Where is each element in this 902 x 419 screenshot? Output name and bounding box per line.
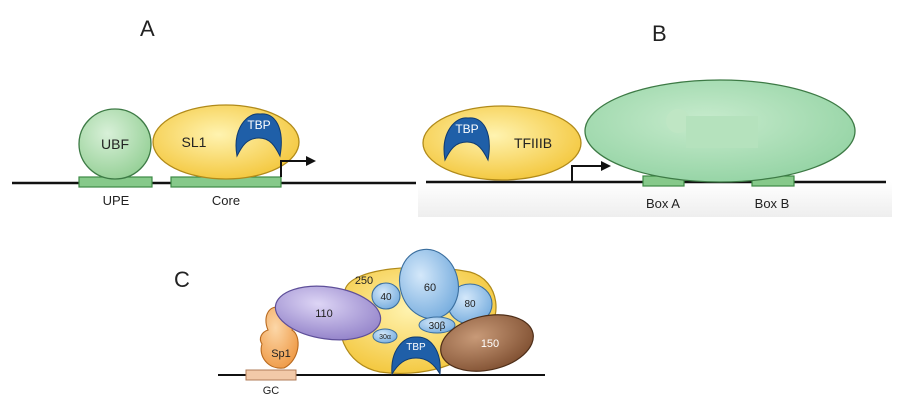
subunit-30a <box>372 328 398 344</box>
tbp-label-c: TBP <box>406 342 426 353</box>
panel-b: B Box A Box B TFIIIB TBP <box>418 21 892 217</box>
upe-label: UPE <box>103 193 130 208</box>
tbp-icon <box>443 117 490 162</box>
core-label: Core <box>212 193 240 208</box>
tfiiic-highlight <box>666 109 690 133</box>
panel-a-label: A <box>140 16 155 41</box>
subunit-30b <box>418 316 456 334</box>
tfiiib-label: TFIIIB <box>514 135 552 151</box>
box-b-label: Box B <box>755 196 790 211</box>
panel-b-floor <box>418 182 892 217</box>
subunit-40-label: 40 <box>380 292 392 303</box>
gc-element <box>245 369 297 381</box>
subunit-60-label: 60 <box>424 282 436 294</box>
tbp-icon <box>235 113 282 158</box>
subunit-40 <box>371 282 401 310</box>
subunit-250-label: 250 <box>355 275 373 287</box>
subunit-30b-label: 30β <box>429 321 446 332</box>
tbp-icon <box>391 336 441 376</box>
tfiiic-highlight-rect <box>686 116 758 148</box>
panel-c-label: C <box>174 267 190 292</box>
tbp-label-a: TBP <box>247 118 270 132</box>
panel-c: C GC 250 Sp1 110 40 80 60 30α 30β 150 <box>174 248 545 397</box>
subunit-150-label: 150 <box>481 338 499 350</box>
ubf-label: UBF <box>101 136 129 152</box>
panel-a: A UPE Core UBF SL1 TBP <box>12 16 416 208</box>
sp1-label: Sp1 <box>271 348 291 360</box>
subunit-150 <box>440 314 534 372</box>
tbp-label-b: TBP <box>455 122 478 136</box>
subunit-80-label: 80 <box>464 299 476 310</box>
transcription-start-arrow-icon <box>280 156 316 177</box>
panel-b-label: B <box>652 21 667 46</box>
subunit-30a-label: 30α <box>379 334 391 341</box>
box-a-label: Box A <box>646 196 680 211</box>
sl1-label: SL1 <box>182 134 207 150</box>
gc-label: GC <box>263 385 280 397</box>
transcription-start-arrow-icon <box>571 161 611 182</box>
subunit-110 <box>274 285 382 341</box>
subunit-110-label: 110 <box>315 308 333 320</box>
ubf-factor <box>78 108 152 180</box>
